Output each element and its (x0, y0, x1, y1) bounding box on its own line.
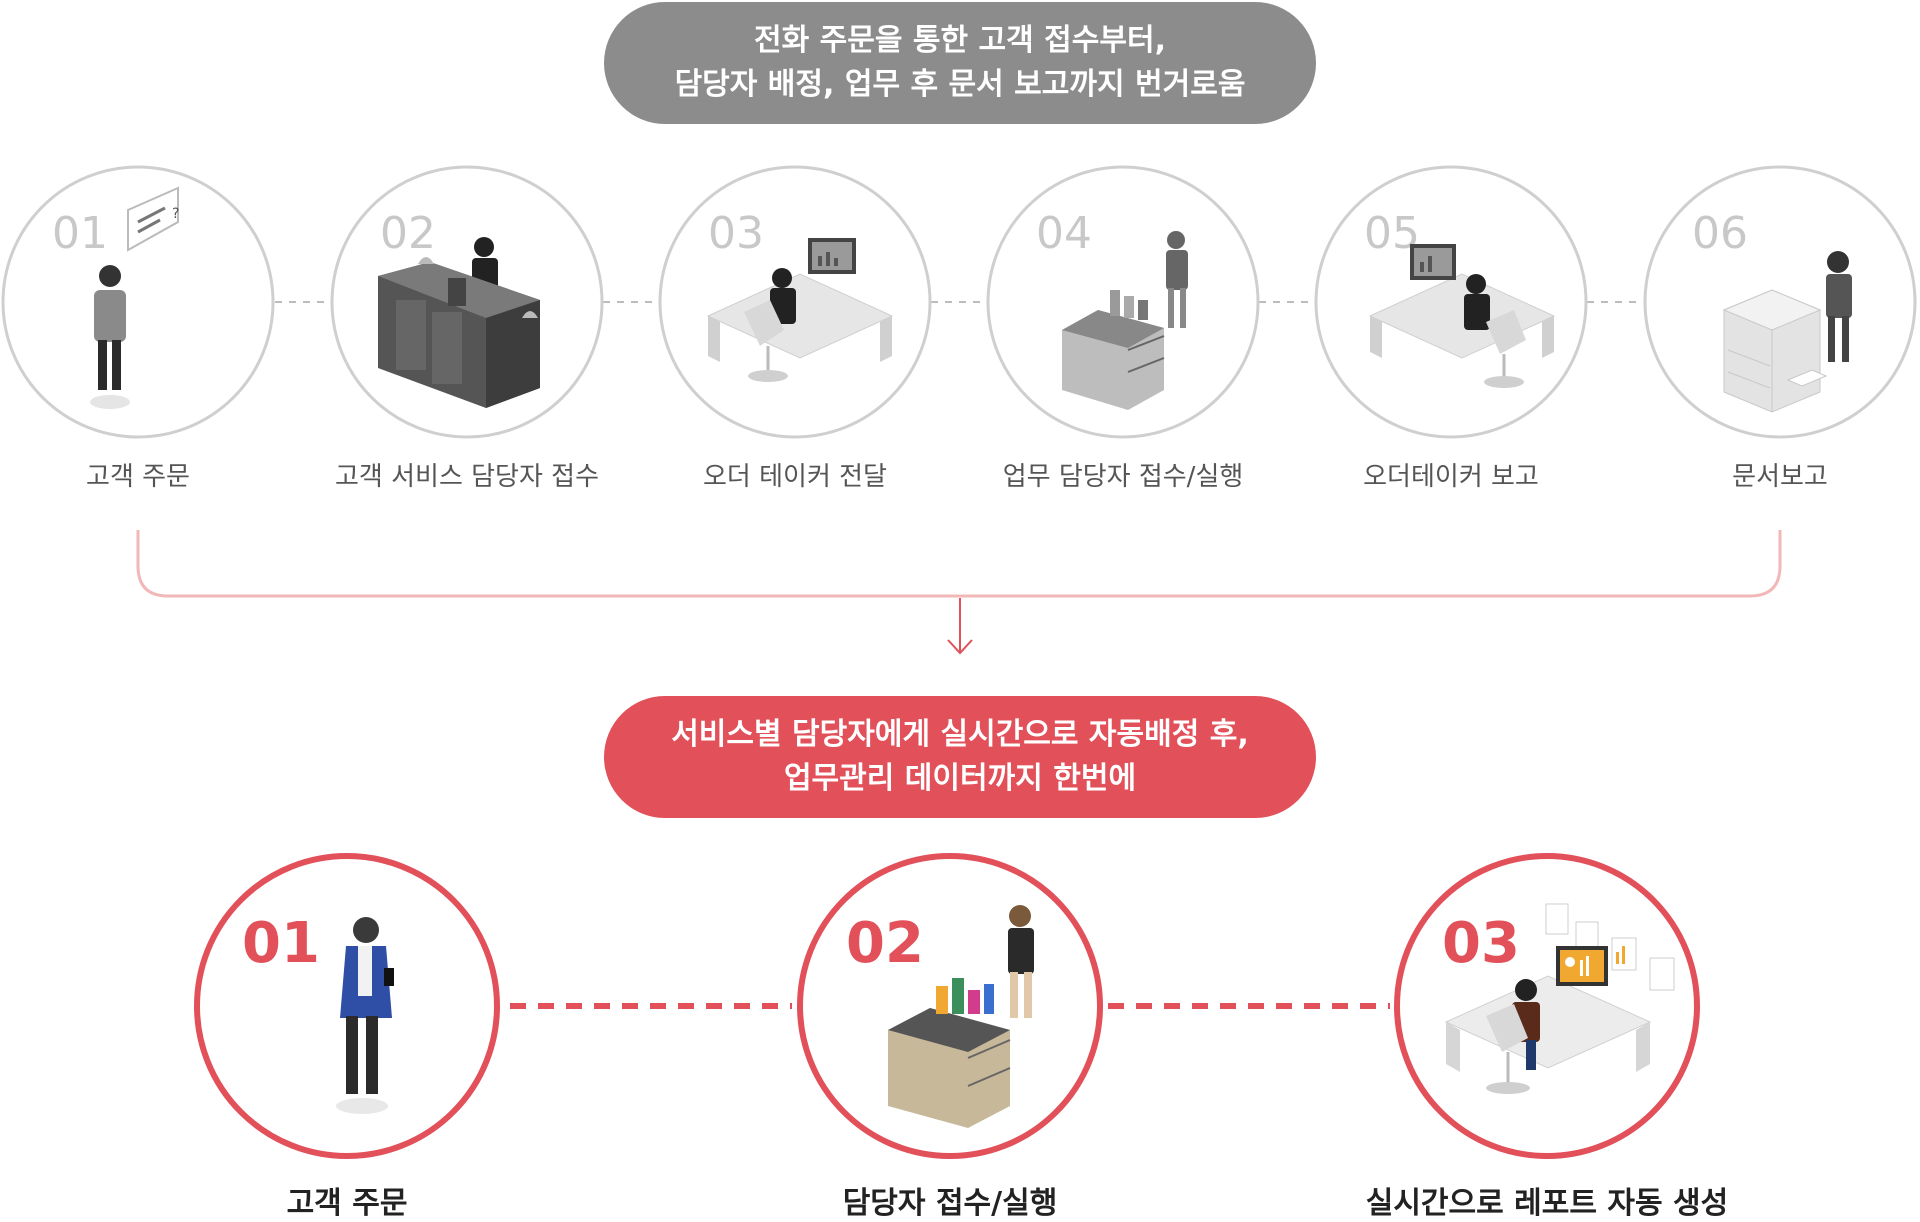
old-step-1: 01 ? (1, 165, 275, 439)
office-desk-report-icon (1368, 244, 1556, 388)
office-desk-worker-icon (706, 238, 894, 382)
old-step-2: 02 (330, 165, 604, 439)
new-step-label: 고객 주문 (286, 1186, 408, 1221)
new-step-number: 02 (846, 911, 924, 976)
customer-phone-icon: ? (90, 186, 179, 409)
copy-machine-icon (1722, 251, 1852, 413)
old-step-number: 04 (1036, 208, 1092, 259)
housekeeping-cart-color-icon (888, 905, 1034, 1128)
new-step-2: 02 (797, 853, 1103, 1159)
solution-banner: 서비스별 담당자에게 실시간으로 자동배정 후, 업무관리 데이터까지 한번에 (604, 696, 1316, 818)
old-step-label: 업무 담당자 접수/실행 (1002, 462, 1244, 492)
new-step-number: 01 (242, 911, 320, 976)
solution-banner-line1: 서비스별 담당자에게 실시간으로 자동배정 후, (671, 717, 1249, 752)
problem-banner: 전화 주문을 통한 고객 접수부터, 담당자 배정, 업무 후 문서 보고까지 … (604, 2, 1316, 124)
old-step-label: 문서보고 (1732, 462, 1828, 492)
old-step-6: 06 (1643, 165, 1917, 439)
new-step-number: 03 (1442, 911, 1520, 976)
problem-banner-line1: 전화 주문을 통한 고객 접수부터, (754, 23, 1166, 58)
arrow-down-icon (947, 598, 973, 655)
housekeeping-cart-icon (1062, 231, 1188, 410)
old-step-label: 오더테이커 보고 (1363, 462, 1539, 492)
old-step-label: 오더 테이커 전달 (703, 462, 887, 492)
new-step-label: 실시간으로 레포트 자동 생성 (1365, 1186, 1729, 1221)
new-step-1: 01 (194, 853, 500, 1159)
new-step-3: 03 (1394, 853, 1700, 1159)
summary-bracket (136, 530, 1782, 598)
old-step-5: 05 (1314, 165, 1588, 439)
old-step-number: 03 (708, 208, 764, 259)
old-step-3: 03 (658, 165, 932, 439)
problem-banner-line2: 담당자 배정, 업무 후 문서 보고까지 번거로움 (674, 67, 1246, 102)
solution-banner-line2: 업무관리 데이터까지 한번에 (783, 761, 1137, 796)
old-step-number: 06 (1692, 208, 1748, 259)
realtime-report-icon (1444, 903, 1675, 1094)
old-step-4: 04 (986, 165, 1260, 439)
customer-mobile-icon (336, 917, 394, 1114)
old-step-number: 01 (52, 208, 108, 259)
new-step-label: 담당자 접수/실행 (842, 1186, 1058, 1221)
old-step-number: 02 (380, 208, 436, 259)
front-desk-icon (378, 237, 540, 408)
old-step-label: 고객 주문 (86, 462, 190, 492)
old-step-label: 고객 서비스 담당자 접수 (335, 462, 599, 492)
svg-text:?: ? (172, 206, 179, 222)
